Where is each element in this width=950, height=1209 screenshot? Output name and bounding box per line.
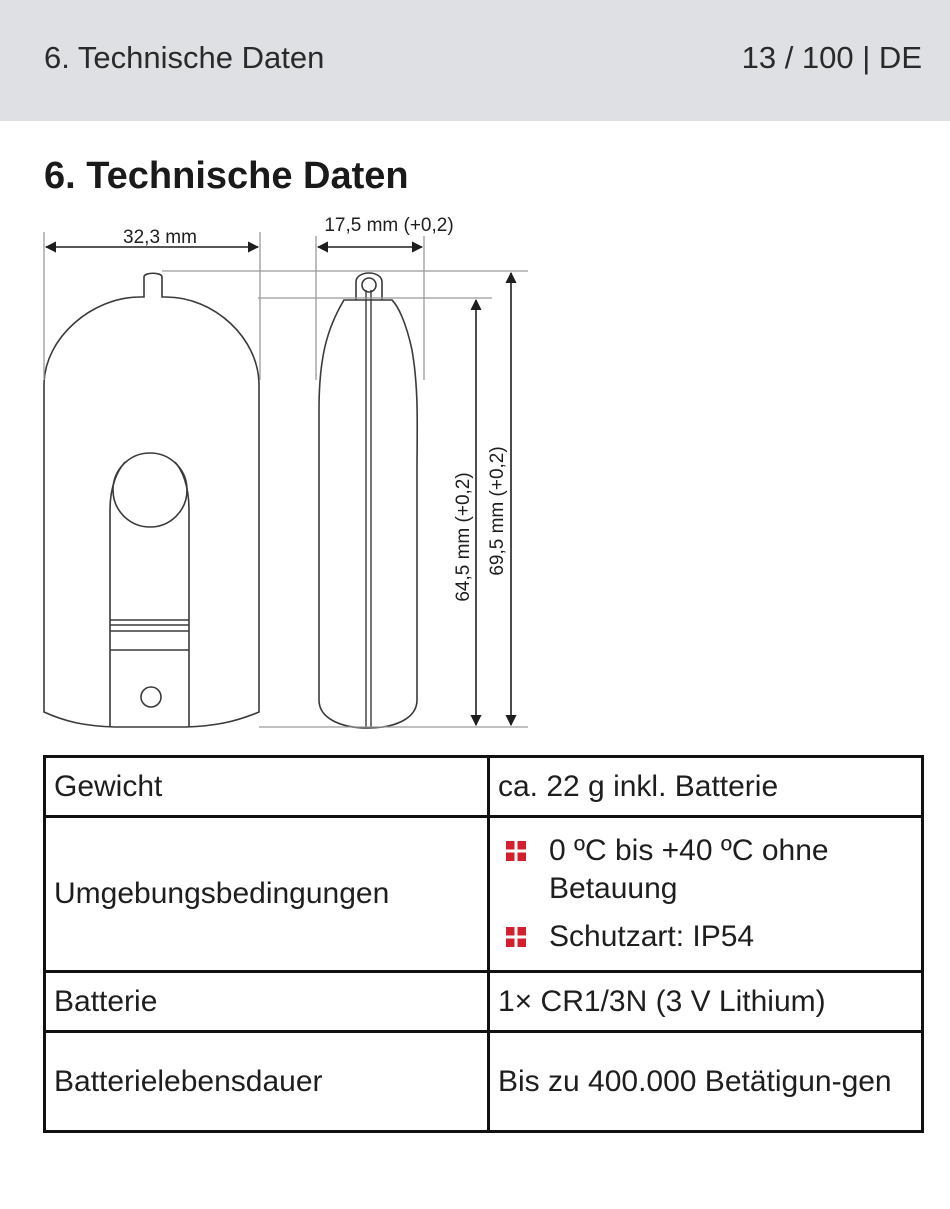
spec-value-battery: 1× CR1/3N (3 V Lithium) bbox=[487, 970, 924, 1033]
environment-temperature: 0 ºC bis +40 ºC ohne Betauung bbox=[549, 834, 829, 905]
spec-value-environment: 0 ºC bis +40 ºC ohne Betauung Schutzart:… bbox=[487, 815, 924, 973]
device-dimension-drawing: 32,3 mm 17,5 mm (+0,2) 64,5 mm (+0,2) 69… bbox=[43, 215, 528, 729]
spec-label-environment: Umgebungsbedingungen bbox=[43, 815, 490, 973]
side-view bbox=[318, 272, 419, 729]
header-page-number: 13 / 100 | DE bbox=[741, 40, 922, 75]
spec-label-weight: Gewicht bbox=[43, 755, 490, 818]
inner-height-label: 64,5 mm (+0,2) bbox=[453, 472, 474, 601]
red-square-bullet-icon bbox=[506, 927, 526, 947]
table-row: Gewicht ca. 22 g inkl. Batterie bbox=[43, 755, 924, 818]
list-item: Schutzart: IP54 bbox=[498, 918, 913, 956]
front-view bbox=[43, 272, 260, 728]
side-outline bbox=[318, 299, 419, 729]
spec-table: Gewicht ca. 22 g inkl. Batterie Umgebung… bbox=[43, 755, 924, 1133]
width-label: 32,3 mm bbox=[123, 227, 197, 248]
table-row: Umgebungsbedingungen 0 ºC bis +40 ºC ohn… bbox=[43, 815, 924, 973]
front-screw bbox=[140, 686, 162, 708]
total-height-label: 69,5 mm (+0,2) bbox=[487, 446, 508, 575]
spec-label-battery-life: Batterielebensdauer bbox=[43, 1030, 490, 1133]
environment-list: 0 ºC bis +40 ºC ohne Betauung Schutzart:… bbox=[498, 832, 913, 956]
page-header: 6. Technische Daten 13 / 100 | DE bbox=[0, 0, 950, 121]
environment-protection: Schutzart: IP54 bbox=[549, 920, 755, 953]
red-square-bullet-icon bbox=[506, 841, 526, 861]
depth-label: 17,5 mm (+0,2) bbox=[324, 215, 453, 236]
header-section-title: 6. Technische Daten bbox=[44, 40, 325, 75]
list-item: 0 ºC bis +40 ºC ohne Betauung bbox=[498, 832, 913, 908]
spec-value-weight: ca. 22 g inkl. Batterie bbox=[487, 755, 924, 818]
table-row: Batterie 1× CR1/3N (3 V Lithium) bbox=[43, 970, 924, 1033]
spec-value-battery-life: Bis zu 400.000 Betätigun-gen bbox=[487, 1030, 924, 1133]
page-title: 6. Technische Daten bbox=[44, 155, 409, 197]
front-outline bbox=[43, 272, 260, 728]
spec-label-battery: Batterie bbox=[43, 970, 490, 1033]
table-row: Batterielebensdauer Bis zu 400.000 Betät… bbox=[43, 1030, 924, 1133]
front-button bbox=[112, 452, 188, 528]
